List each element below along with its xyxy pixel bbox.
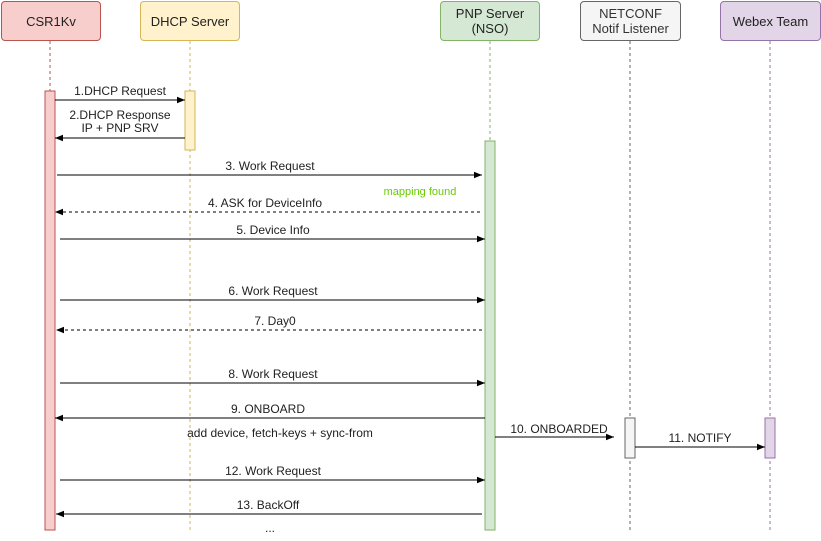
activation-netconf: [624, 417, 636, 459]
continuation-ellipsis: ...: [264, 521, 275, 535]
message-6-label: 6. Work Request: [228, 284, 318, 298]
message-2-label-line2: IP + PNP SRV: [81, 121, 159, 135]
participant-netconf-label-line1: NETCONF: [599, 6, 662, 21]
activation-webex: [764, 417, 776, 459]
message-4-label: 4. ASK for DeviceInfo: [207, 196, 323, 210]
participant-netconf-listener: NETCONF Notif Listener: [580, 1, 681, 41]
message-9-label: 9. ONBOARD: [230, 402, 305, 416]
participant-dhcp-label: DHCP Server: [150, 13, 230, 29]
participant-netconf-label-line2: Notif Listener: [592, 21, 669, 36]
activation-dhcp: [184, 90, 196, 151]
message-3-label: 3. Work Request: [225, 159, 315, 173]
message-11-label: 11. NOTIFY: [668, 431, 732, 445]
participant-csr1kv: CSR1Kv: [1, 1, 101, 41]
participant-webex-team: Webex Team: [720, 1, 821, 41]
message-13-label: 13. BackOff: [236, 498, 300, 512]
activation-pnp: [484, 140, 496, 531]
message-8-label: 8. Work Request: [228, 367, 318, 381]
message-5-label: 5. Device Info: [236, 223, 310, 237]
participant-pnp-label-line1: PNP Server: [455, 6, 525, 21]
activation-csr: [44, 90, 56, 531]
message-12-label: 12. Work Request: [225, 464, 321, 478]
note-onboard-actions: add device, fetch-keys + sync-from: [187, 426, 373, 440]
message-7-label: 7. Day0: [254, 314, 296, 328]
message-1-label: 1.DHCP Request: [74, 84, 166, 98]
message-2-label-line1: 2.DHCP Response: [69, 108, 171, 122]
participant-pnp-label-line2: (NSO): [471, 21, 509, 36]
message-10-label: 10. ONBOARDED: [510, 422, 608, 436]
participant-dhcp-server: DHCP Server: [140, 1, 240, 41]
participant-csr1kv-label: CSR1Kv: [26, 13, 76, 29]
note-mapping-found: mapping found: [383, 186, 457, 198]
participant-pnp-server: PNP Server (NSO): [440, 1, 540, 41]
participant-webex-label: Webex Team: [732, 13, 809, 29]
